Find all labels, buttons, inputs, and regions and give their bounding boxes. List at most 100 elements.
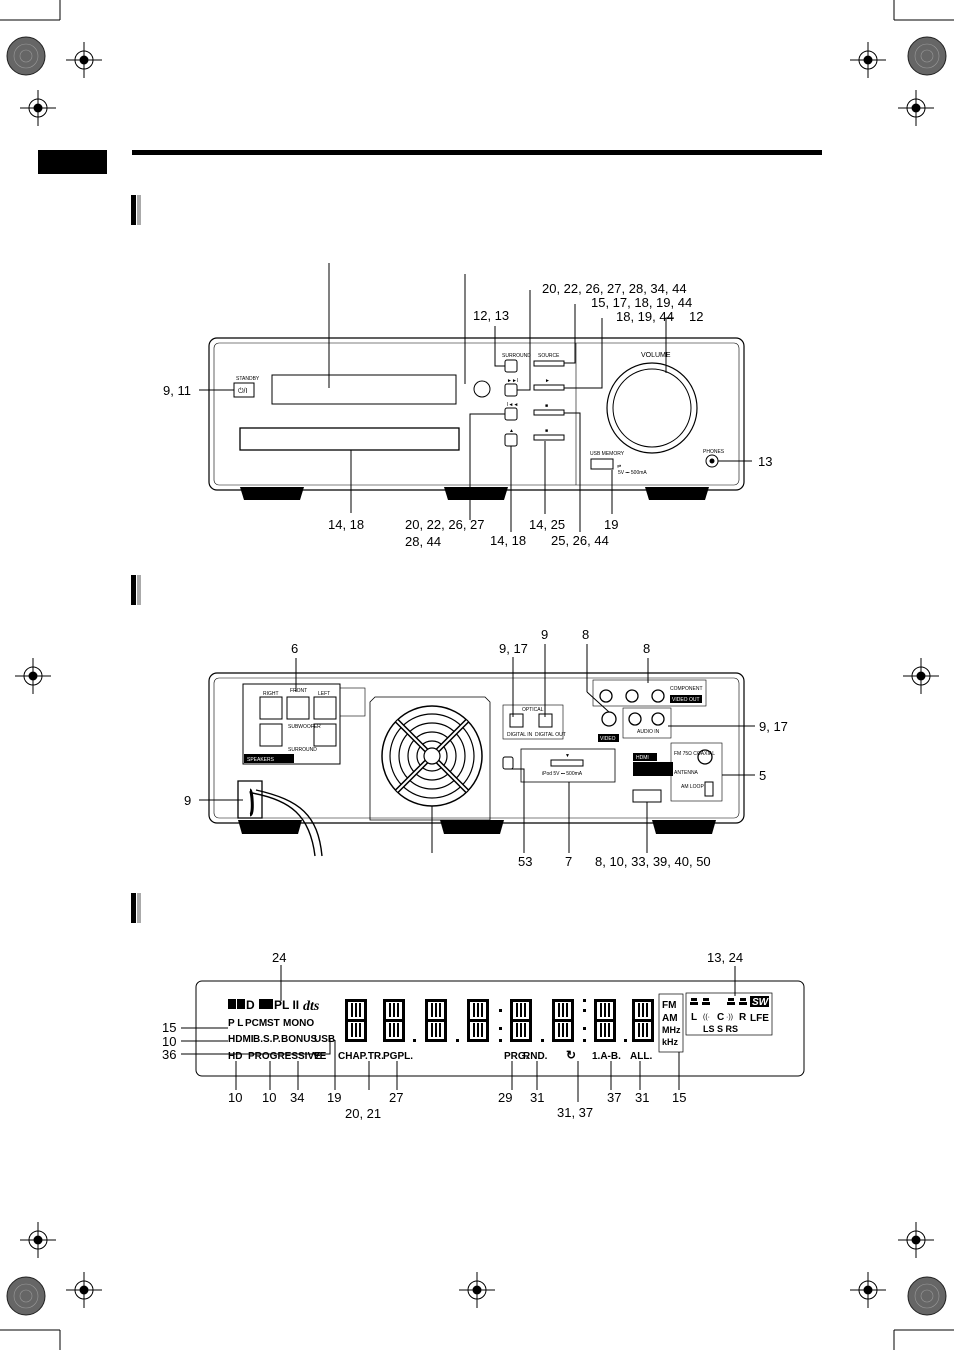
ipod-text: iPod 5V ⎓ 500mA xyxy=(542,771,583,777)
label-component: 8 xyxy=(643,641,650,656)
label-hd: 10 xyxy=(228,1090,242,1105)
subwoofer-text: SUBWOOFER xyxy=(288,724,321,730)
digital-in-port[interactable] xyxy=(509,713,524,728)
ipod-lock[interactable] xyxy=(502,756,514,770)
repeat-icon: ↻ xyxy=(566,1048,576,1062)
registration-sun-icon xyxy=(907,1276,947,1316)
remote-sensor xyxy=(473,380,491,398)
audio-in-text: AUDIO IN xyxy=(637,729,660,735)
crosshair-icon xyxy=(19,89,57,127)
am-text: AM LOOP xyxy=(681,784,704,790)
volume-knob[interactable] xyxy=(606,362,698,454)
ipod-dock[interactable] xyxy=(550,759,584,767)
pl-indicator: P L xyxy=(228,1018,243,1029)
character-segments xyxy=(345,999,654,1042)
usb-port[interactable] xyxy=(590,458,614,470)
component-y-jack[interactable] xyxy=(599,689,613,703)
label-video: 8 xyxy=(582,627,589,642)
surround-rear-text: SURROUND xyxy=(288,747,317,753)
crosshair-icon xyxy=(458,1271,496,1309)
power-icon: ⏻/I xyxy=(238,387,247,395)
stop-icon: ■ xyxy=(545,403,548,409)
label-optical-out: 9 xyxy=(541,627,548,642)
dts-indicator: dts xyxy=(303,999,320,1014)
label-pgpl: 27 xyxy=(389,1090,403,1105)
speaker-terminal[interactable] xyxy=(259,696,283,720)
l-indicator: L xyxy=(691,1012,697,1023)
label-usb: 19 xyxy=(604,517,618,532)
label-volume: 12 xyxy=(689,309,703,324)
phones-text: PHONES xyxy=(703,449,725,455)
label-ve: 34 xyxy=(290,1090,304,1105)
st-indicator: ST xyxy=(267,1018,280,1029)
label-eject: 14, 18 xyxy=(490,533,526,548)
progressive-indicator: PROGRESSIVE xyxy=(248,1051,321,1062)
usb-indicator: USB xyxy=(314,1034,335,1045)
foot xyxy=(444,487,508,500)
label-speakers: 6 xyxy=(291,641,298,656)
volume-text: VOLUME xyxy=(641,352,671,359)
label-dolby: 24 xyxy=(272,950,286,965)
one-ab-indicator: 1.A-B. xyxy=(592,1051,621,1062)
r-indicator: R xyxy=(739,1012,747,1023)
am-antenna-terminal[interactable] xyxy=(704,781,714,797)
speaker-terminal[interactable] xyxy=(313,723,337,747)
usb-icon: ⇌ xyxy=(617,464,621,470)
c-indicator: C xyxy=(717,1012,724,1023)
label-band: 15 xyxy=(672,1090,686,1105)
mhz-indicator: MHz xyxy=(662,1025,681,1035)
sw-indicator: SW xyxy=(752,997,770,1008)
rnd-indicator: RND. xyxy=(523,1051,548,1062)
lfe-indicator: LFE xyxy=(750,1013,769,1024)
label-hdmi: 8, 10, 33, 39, 40, 50 xyxy=(595,854,711,869)
wave-icon: ·)) xyxy=(726,1014,733,1021)
crosshair-icon xyxy=(897,89,935,127)
audio-in-left-jack[interactable] xyxy=(651,712,665,726)
label-repeat: 31, 37 xyxy=(557,1105,593,1120)
digital-in-text: DIGITAL IN xyxy=(507,732,533,738)
chap-tr-indicator: CHAP.TR. xyxy=(338,1051,384,1062)
crosshair-icon xyxy=(897,1221,935,1259)
label-bonus: 19 xyxy=(327,1090,341,1105)
speaker-terminal[interactable] xyxy=(286,696,310,720)
section-marker-front xyxy=(131,195,141,225)
label-optical-in: 9, 17 xyxy=(499,641,528,656)
foot xyxy=(238,820,302,834)
audio-in-right-jack[interactable] xyxy=(628,712,642,726)
header-rule xyxy=(132,150,822,155)
component-pb-jack[interactable] xyxy=(625,689,639,703)
foot xyxy=(440,820,504,834)
pause-button[interactable] xyxy=(533,434,565,441)
prg-indicator: PRG. xyxy=(504,1051,529,1062)
foot xyxy=(652,820,716,834)
component-pr-jack[interactable] xyxy=(651,689,665,703)
rear-panel-diagram: FRONT RIGHT LEFT SUBWOOFER SURROUND SPEA… xyxy=(199,644,755,857)
digital-out-text: DIGITAL OUT xyxy=(535,732,566,738)
speaker-terminal[interactable] xyxy=(313,696,337,720)
optical-text: OPTICAL xyxy=(522,707,544,713)
fm-text: FM 75Ω COAXIAL xyxy=(674,751,715,757)
label-prev-2: 28, 44 xyxy=(405,534,441,549)
foot xyxy=(645,487,709,500)
play-icon: ► xyxy=(545,378,550,384)
registration-sun-icon xyxy=(907,36,947,76)
crosshair-icon xyxy=(65,41,103,79)
front-panel-diagram: STANDBY ⏻/I SURROUND ►►I I◄◄ ▲ SOURCE ► … xyxy=(199,263,752,532)
crosshair-icon xyxy=(65,1271,103,1309)
pause-icon: ■ xyxy=(545,428,548,434)
mono-indicator: MONO xyxy=(283,1018,314,1029)
label-rnd: 31 xyxy=(530,1090,544,1105)
bonus-indicator: BONUS xyxy=(281,1034,317,1045)
label-source: 15, 17, 18, 19, 44 xyxy=(591,295,692,310)
khz-indicator: kHz xyxy=(662,1037,679,1047)
front-display-window xyxy=(271,374,457,405)
fm-antenna-jack[interactable] xyxy=(697,749,713,765)
label-chap: 20, 21 xyxy=(345,1106,381,1121)
crosshair-icon xyxy=(902,657,940,695)
pcm-indicator: PCM xyxy=(245,1018,267,1029)
bsp-indicator: B.S.P. xyxy=(253,1034,281,1045)
speaker-terminal[interactable] xyxy=(259,723,283,747)
registration-sun-icon xyxy=(6,1276,46,1316)
eject-icon: ▲ xyxy=(509,428,514,434)
ve-indicator: VE xyxy=(313,1051,327,1062)
